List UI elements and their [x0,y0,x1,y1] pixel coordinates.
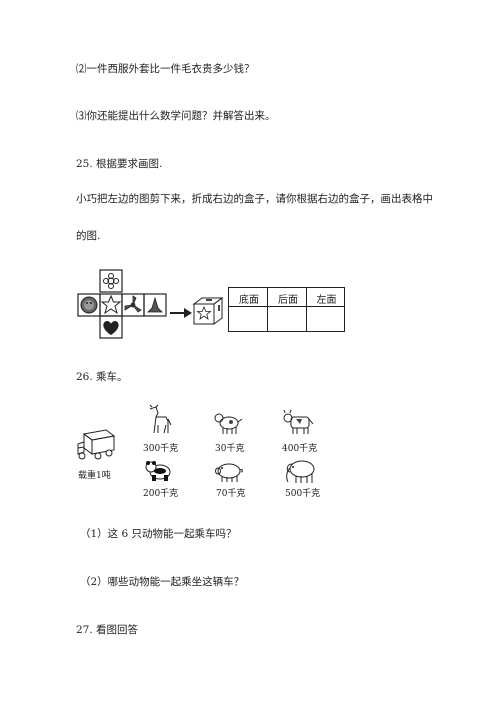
header-back: 后面 [278,295,298,306]
arrow-right-icon [170,308,192,318]
problem-26-sub1: （1）这 6 只动物能一起乘车吗？ [80,528,237,540]
answer-cell-left[interactable] [306,306,345,332]
cow-weight: 400千克 [282,444,318,454]
horse-weight: 300千克 [143,444,179,454]
cube-net-figure [77,269,167,339]
truck-icon [77,429,116,460]
table-header-cell: 左面 [306,287,345,307]
header-left: 左面 [316,295,337,306]
problem-25-title: 25. 根据要求画图. [76,158,163,170]
problem-25-text-line1: 小巧把左边的图剪下来，折成右边的盒子，请你根据右边的盒子，画出表格中 [76,193,433,205]
cow-icon [283,409,314,434]
problem-26-sub2: （2）哪些动物能一起乘坐这辆车？ [80,576,245,588]
elephant-weight: 500千克 [285,489,321,499]
panda-icon [145,461,171,481]
answer-cell-back[interactable] [267,306,307,332]
table-header-cell: 后面 [267,287,307,307]
star-icon [100,294,122,315]
truck-capacity-label: 载重1吨 [78,471,111,481]
horse-icon [149,404,172,434]
dog-icon [214,413,243,434]
heart-icon [103,321,119,335]
problem-25-text-line2: 的图. [76,230,101,242]
pig-icon [215,463,243,482]
spinner-icon [124,295,142,313]
smiley-icon [80,296,98,314]
problem-26-title: 26. 乘车。 [76,371,128,383]
panda-weight: 200千克 [143,489,179,499]
question-2: ⑵一件西服外套比一件毛衣贵多少钱？ [76,63,255,75]
header-bottom: 底面 [239,295,259,306]
pig-weight: 70千克 [216,489,246,499]
flower-icon [103,273,119,289]
leaf-icon [147,296,163,313]
dog-weight: 30千克 [215,444,245,454]
table-header-cell: 底面 [228,287,268,307]
question-3: ⑶你还能提出什么数学问题？并解答出来。 [76,110,276,122]
answer-cell-bottom[interactable] [228,306,268,332]
answer-table: 底面 后面 左面 [228,287,345,332]
folded-box-figure [192,297,224,325]
elephant-icon [286,460,315,483]
problem-27-title: 27. 看图回答 [76,624,139,636]
